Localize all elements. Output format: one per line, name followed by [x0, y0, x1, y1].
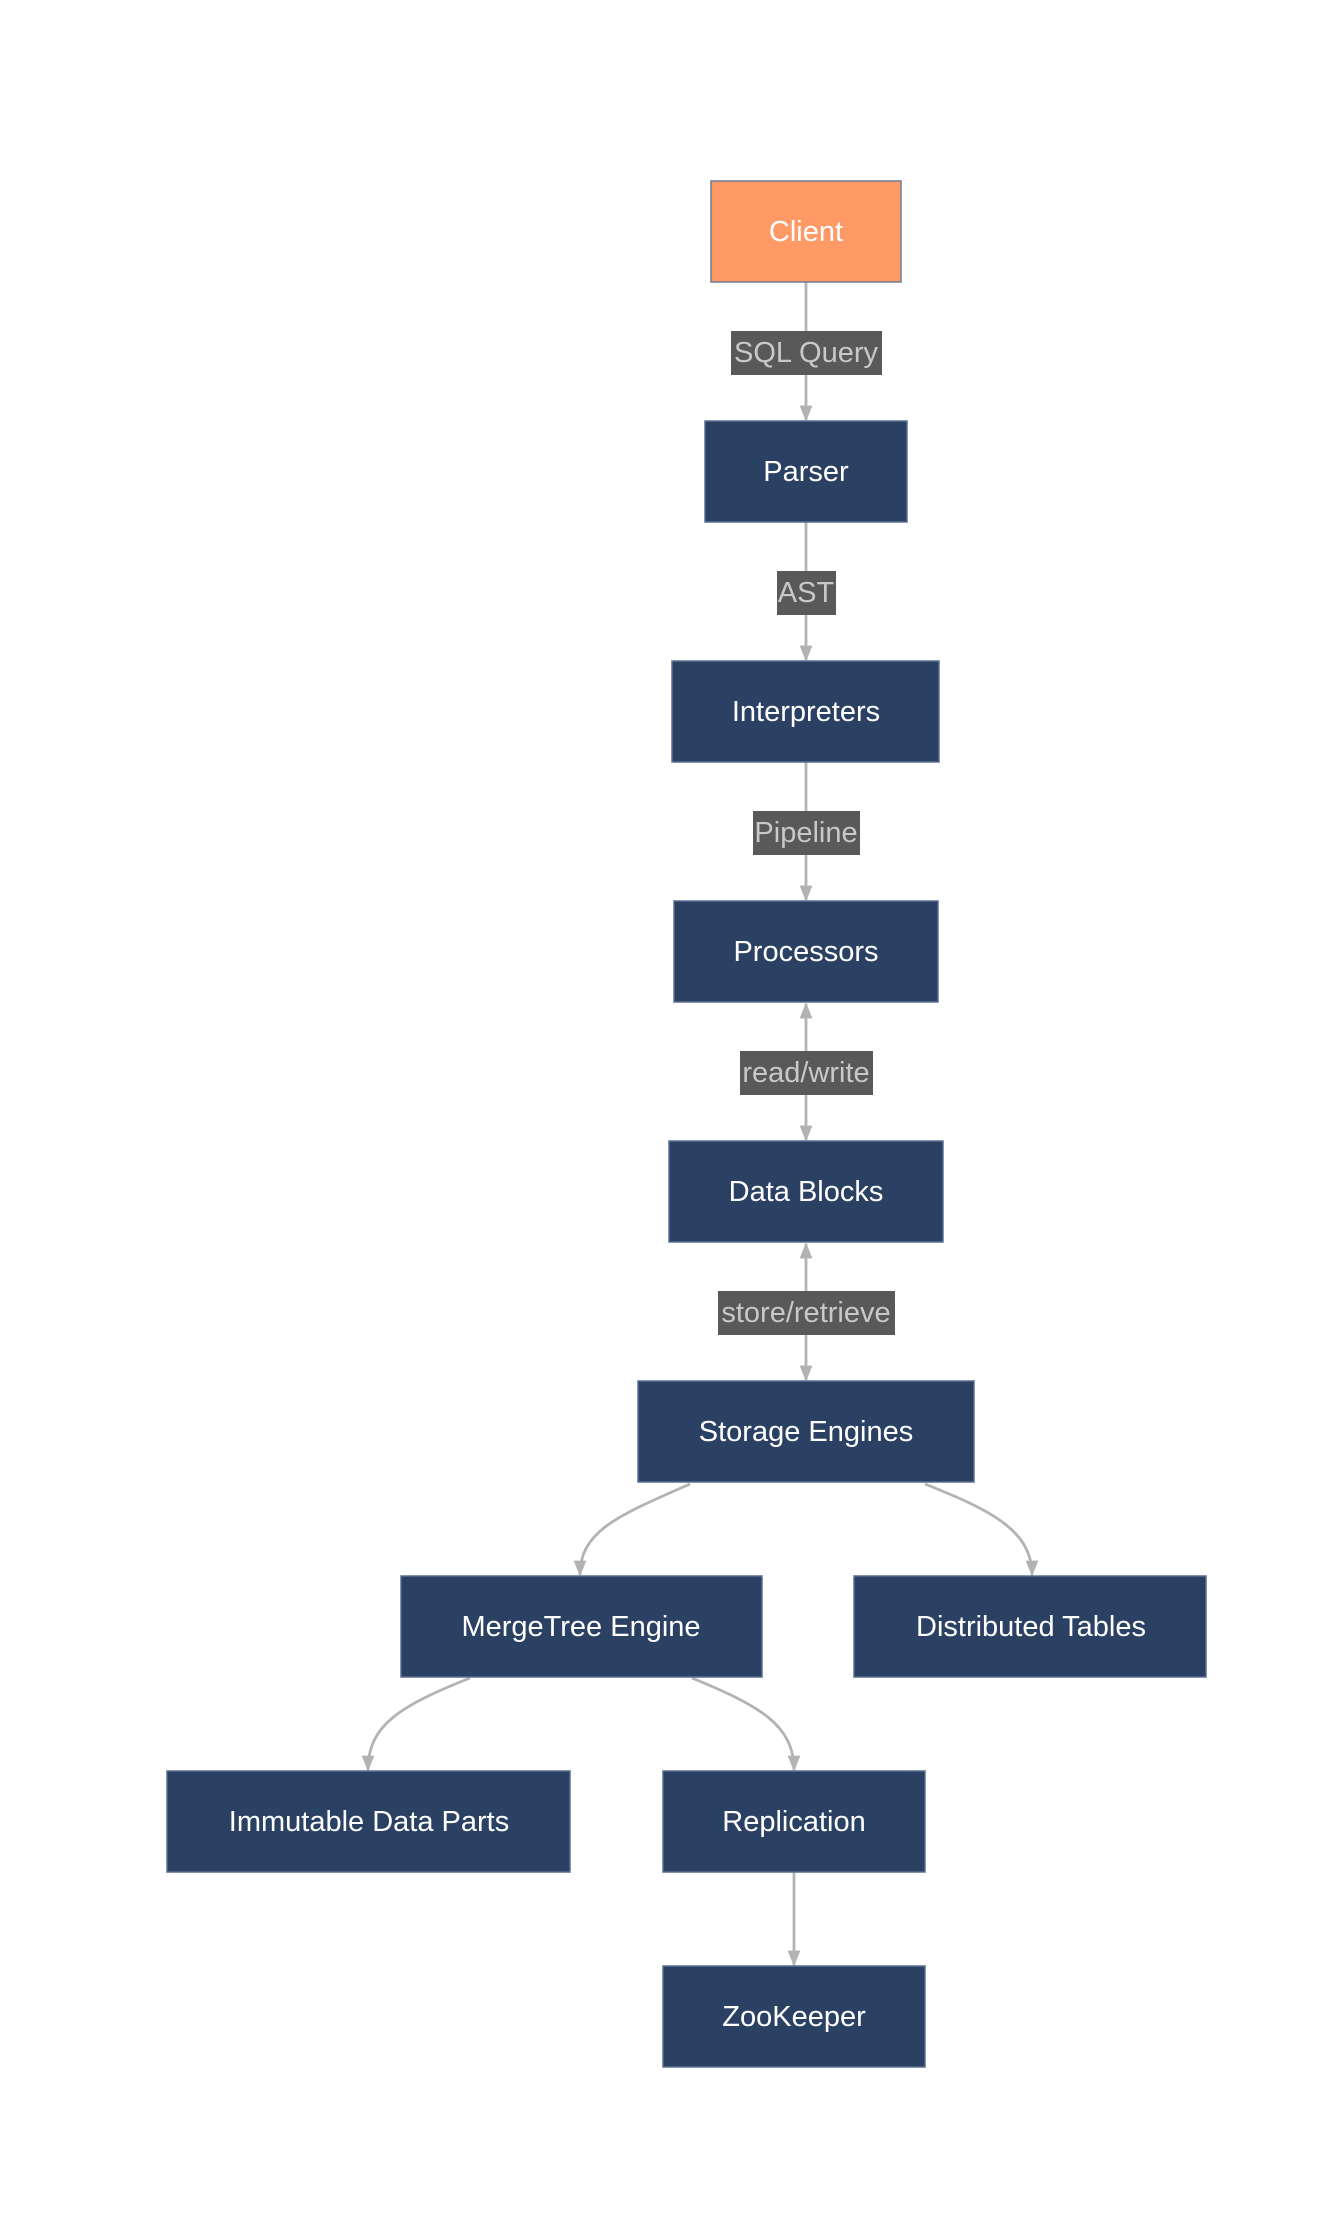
- node-immutable-data-parts: Immutable Data Parts: [166, 1770, 571, 1873]
- node-label: Immutable Data Parts: [229, 1806, 509, 1838]
- edge-mergetree-immutable: [361, 1676, 471, 1772]
- node-label: Interpreters: [732, 696, 880, 728]
- edge-label-sql-query: SQL Query: [731, 331, 882, 375]
- node-client: Client: [710, 180, 902, 283]
- edge-label-pipeline: Pipeline: [753, 811, 860, 855]
- edge-label-ast: AST: [777, 571, 836, 615]
- edge-storage-mergetree: [573, 1482, 691, 1577]
- edge-label-text: SQL Query: [734, 337, 878, 369]
- node-replication: Replication: [662, 1770, 926, 1873]
- node-label: Processors: [733, 936, 878, 968]
- node-zookeeper: ZooKeeper: [662, 1965, 926, 2068]
- edges: [361, 282, 1039, 1967]
- edge-mergetree-replication: [691, 1676, 801, 1772]
- nodes: Client Parser Interpreters Processors Da…: [166, 180, 1207, 2068]
- node-parser: Parser: [704, 420, 908, 523]
- edge-label-text: Pipeline: [754, 817, 857, 849]
- edge-label-store-retrieve: store/retrieve: [718, 1291, 895, 1335]
- node-label: ZooKeeper: [722, 2001, 866, 2033]
- node-storage-engines: Storage Engines: [637, 1380, 975, 1483]
- node-interpreters: Interpreters: [671, 660, 940, 763]
- node-label: Client: [769, 216, 843, 248]
- node-label: Data Blocks: [729, 1176, 884, 1208]
- node-processors: Processors: [673, 900, 939, 1003]
- node-distributed-tables: Distributed Tables: [853, 1575, 1207, 1678]
- node-label: MergeTree Engine: [461, 1611, 700, 1643]
- edge-storage-distributed: [924, 1482, 1039, 1577]
- node-data-blocks: Data Blocks: [668, 1140, 944, 1243]
- node-label: Distributed Tables: [916, 1611, 1146, 1643]
- node-label: Storage Engines: [699, 1416, 913, 1448]
- edge-label-read-write: read/write: [740, 1051, 873, 1095]
- edge-label-text: AST: [778, 577, 835, 609]
- edge-label-text: read/write: [742, 1057, 869, 1089]
- node-label: Parser: [763, 456, 849, 488]
- edge-labels: SQL Query AST Pipeline read/write store/…: [718, 331, 895, 1335]
- node-mergetree-engine: MergeTree Engine: [400, 1575, 763, 1678]
- node-label: Replication: [722, 1806, 865, 1838]
- edge-label-text: store/retrieve: [721, 1297, 890, 1329]
